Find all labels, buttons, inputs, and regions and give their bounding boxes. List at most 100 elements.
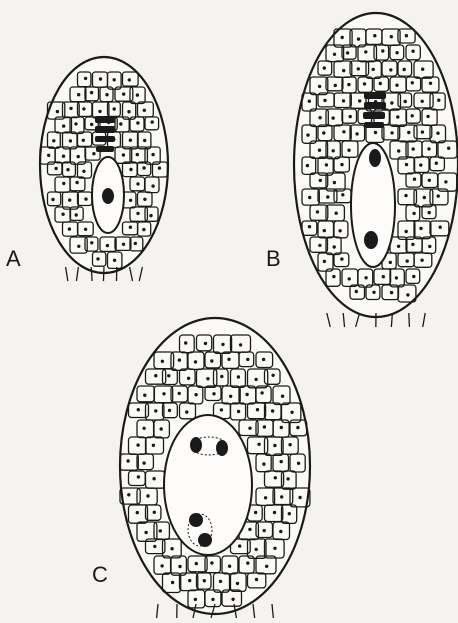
cell-nucleus — [346, 51, 349, 54]
cell-nucleus — [105, 93, 108, 96]
cell-nucleus — [77, 245, 80, 248]
panel-b-label: B — [266, 248, 281, 270]
cell-nucleus — [137, 408, 140, 411]
cell-nucleus — [221, 343, 224, 346]
panel-a-label: A — [6, 248, 21, 270]
cell-nucleus — [143, 198, 146, 201]
cell-nucleus — [84, 77, 87, 80]
cell-nucleus — [381, 49, 384, 52]
cell-nucleus — [134, 242, 137, 245]
cell-nucleus — [220, 375, 223, 378]
cell-nucleus — [318, 149, 321, 152]
cell-nucleus — [406, 259, 409, 262]
cell-nucleus — [137, 475, 140, 478]
cell-nucleus — [332, 275, 335, 278]
cell-nucleus — [161, 360, 164, 363]
cell-nucleus — [342, 130, 345, 133]
cell-nucleus — [298, 496, 301, 499]
cell-nucleus — [323, 229, 326, 232]
cell-nucleus — [262, 462, 265, 465]
cell-nucleus — [264, 496, 267, 499]
cell-nucleus — [397, 245, 400, 248]
cell-nucleus — [236, 582, 239, 585]
cell-nucleus — [335, 212, 338, 215]
cell-nucleus — [407, 131, 410, 134]
cell-nucleus — [62, 182, 65, 185]
cell-nucleus — [405, 163, 408, 166]
cell-nucleus — [347, 83, 350, 86]
cell-nucleus — [129, 139, 132, 142]
cell-nucleus — [319, 179, 322, 182]
cell-nucleus — [411, 243, 414, 246]
cell-nucleus — [316, 210, 319, 213]
cell-nucleus — [122, 92, 125, 95]
cell-nucleus — [136, 121, 139, 124]
cell-nucleus — [136, 212, 139, 215]
cell-nucleus — [390, 101, 393, 104]
cell-nucleus — [331, 116, 334, 119]
cell-nucleus — [263, 529, 266, 532]
cell-nucleus — [357, 37, 360, 40]
cell-nucleus — [206, 377, 209, 380]
cell-nucleus — [382, 275, 385, 278]
cell-nucleus — [136, 182, 139, 185]
cell-nucleus — [280, 495, 283, 498]
cell-nucleus — [325, 163, 328, 166]
cell-nucleus — [255, 578, 258, 581]
sac-nucleus — [190, 437, 202, 453]
cell-nucleus — [113, 78, 116, 81]
cell-nucleus — [412, 275, 415, 278]
cell-nucleus — [390, 35, 393, 38]
cell-nucleus — [412, 147, 415, 150]
cell-nucleus — [129, 199, 132, 202]
cell-nucleus — [355, 132, 358, 135]
cell-nucleus — [82, 170, 85, 173]
cell-nucleus — [160, 427, 163, 430]
cell-nucleus — [162, 392, 165, 395]
cell-nucleus — [296, 426, 299, 429]
cell-nucleus — [281, 395, 284, 398]
cell-nucleus — [357, 67, 360, 70]
cell-nucleus — [210, 561, 213, 564]
cell-nucleus — [412, 212, 415, 215]
cell-nucleus — [96, 257, 99, 260]
cell-nucleus — [262, 358, 265, 361]
cell-nucleus — [154, 374, 157, 377]
cell-nucleus — [263, 425, 266, 428]
cell-nucleus — [66, 168, 69, 171]
degenerating-megaspore — [364, 122, 384, 128]
cell-nucleus — [358, 99, 361, 102]
cell-nucleus — [389, 68, 392, 71]
cell-nucleus — [420, 259, 423, 262]
cell-nucleus — [338, 229, 341, 232]
cell-nucleus — [342, 99, 345, 102]
degenerating-megaspore — [96, 146, 114, 152]
cell-nucleus — [51, 198, 54, 201]
cell-nucleus — [106, 244, 109, 247]
cell-nucleus — [397, 149, 400, 152]
cell-nucleus — [178, 358, 181, 361]
cell-nucleus — [419, 163, 422, 166]
cell-nucleus — [146, 494, 149, 497]
degenerating-megaspore — [95, 116, 115, 123]
cell-nucleus — [323, 260, 326, 263]
cell-nucleus — [142, 228, 145, 231]
cell-nucleus — [254, 511, 257, 514]
cell-nucleus — [372, 291, 375, 294]
cell-nucleus — [390, 131, 393, 134]
degenerating-megaspore — [364, 92, 386, 99]
cell-nucleus — [220, 408, 223, 411]
cell-nucleus — [77, 155, 80, 158]
cell-nucleus — [159, 529, 162, 532]
cell-nucleus — [332, 149, 335, 152]
cell-nucleus — [228, 565, 231, 568]
cell-nucleus — [248, 528, 251, 531]
cell-nucleus — [265, 565, 268, 568]
cell-nucleus — [437, 194, 440, 197]
cell-nucleus — [374, 131, 377, 134]
cell-nucleus — [62, 124, 65, 127]
cell-nucleus — [355, 290, 358, 293]
cell-nucleus — [428, 179, 431, 182]
cell-nucleus — [403, 68, 406, 71]
cell-nucleus — [136, 443, 139, 446]
